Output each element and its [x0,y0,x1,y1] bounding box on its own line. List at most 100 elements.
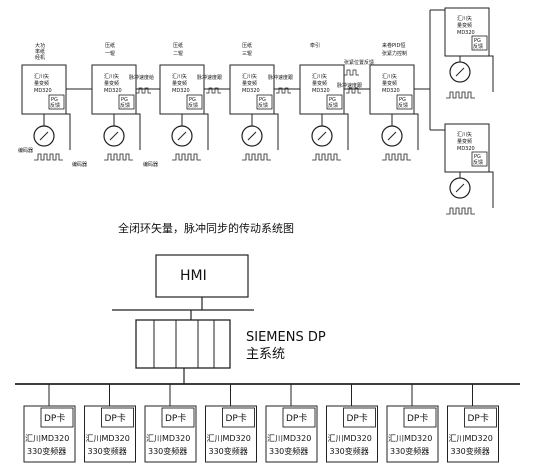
dp-card-label: DP卡 [165,412,186,424]
drive-unit: 汇川矢 量变频 MD320 PG 反馈 [430,7,494,99]
dp-card [464,407,497,428]
drive-type-label: 330变频器 [269,446,308,456]
dp-card [161,407,195,428]
drive-label-above: 大功 [35,42,45,49]
svg-text:反馈: 反馈 [473,43,483,50]
svg-text:反馈: 反馈 [188,102,198,109]
drive-type-label: 330变频器 [390,446,429,456]
dp-card [282,407,316,428]
svg-text:量变频: 量变频 [457,138,472,145]
svg-text:量变频: 量变频 [172,80,187,87]
svg-text:压纸: 压纸 [242,42,252,49]
svg-text:经机: 经机 [35,54,45,61]
dp-card [40,407,74,428]
drive-model-label: 汇川MD320 [146,434,190,443]
svg-text:压纸: 压纸 [105,42,115,49]
drive-type-label: 330变频器 [209,446,248,456]
svg-text:MD320: MD320 [457,146,475,152]
svg-text:量变频: 量变频 [312,80,327,87]
svg-text:脉冲速度给: 脉冲速度给 [129,74,154,81]
drive-model-label: 汇川MD320 [328,434,372,443]
svg-text:量变频: 量变频 [242,80,257,87]
dp-card-label: DP卡 [347,412,368,424]
svg-text:MD320: MD320 [104,88,122,94]
svg-text:MD320: MD320 [457,30,475,36]
transmission-diagram: 大功 率纸 经机 汇川矢 量变频 MD320 PG 反馈 编码器 压纸 一辊 汇… [18,7,494,235]
diagram-caption: 全闭环矢量，脉冲同步的传动系统图 [118,221,294,235]
motor [33,125,55,147]
dp-card [101,407,134,428]
svg-text:PG: PG [474,154,481,160]
svg-text:编码器: 编码器 [143,161,158,168]
drive-model-label: 汇川MD320 [388,434,432,443]
plc-rack [135,319,231,369]
svg-text:二辊: 二辊 [173,50,183,57]
drive-model-label: 汇川MD320 [267,434,311,443]
svg-text:MD320: MD320 [34,88,52,94]
svg-text:量变频: 量变频 [382,80,397,87]
svg-text:PG: PG [474,38,481,44]
dp-card-label: DP卡 [407,412,428,424]
hmi-box [155,254,249,298]
svg-text:汇川矢: 汇川矢 [242,73,257,80]
pg-card [48,94,65,110]
svg-text:汇川矢: 汇川矢 [172,73,187,80]
svg-text:量变频: 量变频 [34,80,49,87]
svg-text:MD320: MD320 [312,88,330,94]
svg-text:率纸: 率纸 [35,48,45,55]
svg-text:汇川矢: 汇川矢 [457,131,472,138]
svg-text:MD320: MD320 [242,88,260,94]
dp-card-label: DP卡 [286,412,307,424]
drive-type-label: 330变频器 [330,446,369,456]
drive-type-label: 330变频器 [148,446,187,456]
plc-title-line1: SIEMENS DP [246,330,326,345]
dp-card-label: DP卡 [468,412,489,424]
svg-text:PG: PG [259,97,266,103]
svg-text:反馈: 反馈 [473,159,483,166]
drive-unit: 压纸 二辊 汇川矢 量变频 MD320 PG 反馈 编码器 [136,42,209,168]
svg-text:PG: PG [51,97,58,103]
plc-title-line2: 主系统 [246,347,285,362]
encoder-label: 编码器 [18,147,33,154]
svg-text:三辊: 三辊 [242,50,252,57]
drive-type-label: 330变频器 [27,446,66,456]
dp-card-label: DP卡 [226,412,247,424]
drive-type-label: 330变频器 [451,446,490,456]
dp-card [222,407,255,428]
svg-text:压纸: 压纸 [173,42,183,49]
svg-text:汇川矢: 汇川矢 [104,73,119,80]
drive-model-label: 汇川MD320 [207,434,251,443]
drive-unit: 牵引 汇川矢 量变频 MD320 PG 反馈 [274,42,349,161]
drive-unit: 压纸 三辊 汇川矢 量变频 MD320 PG 反馈 [204,42,279,161]
svg-text:量变频: 量变频 [457,22,472,29]
drive-unit: 大功 率纸 经机 汇川矢 量变频 MD320 PG 反馈 编码器 [18,42,71,161]
svg-text:反馈: 反馈 [328,102,338,109]
svg-text:张紧力控制: 张紧力控制 [382,50,407,57]
svg-text:汇川矢: 汇川矢 [457,15,472,22]
svg-text:来卷PID恒: 来卷PID恒 [382,42,405,49]
svg-text:反馈: 反馈 [50,102,60,109]
svg-text:PG: PG [189,97,196,103]
svg-text:PG: PG [399,97,406,103]
svg-text:编码器: 编码器 [72,161,87,168]
svg-text:脉冲速度跟: 脉冲速度跟 [337,82,362,89]
svg-text:反馈: 反馈 [398,102,408,109]
dp-card-label: DP卡 [44,412,65,424]
svg-text:汇川矢: 汇川矢 [312,73,327,80]
svg-text:MD320: MD320 [382,88,400,94]
drive-unit: 来卷PID恒 张紧力控制 汇川矢 量变频 MD320 PG 反馈 [344,42,419,161]
svg-text:反馈: 反馈 [258,102,268,109]
svg-text:一辊: 一辊 [105,50,115,57]
svg-text:汇川矢: 汇川矢 [382,73,397,80]
